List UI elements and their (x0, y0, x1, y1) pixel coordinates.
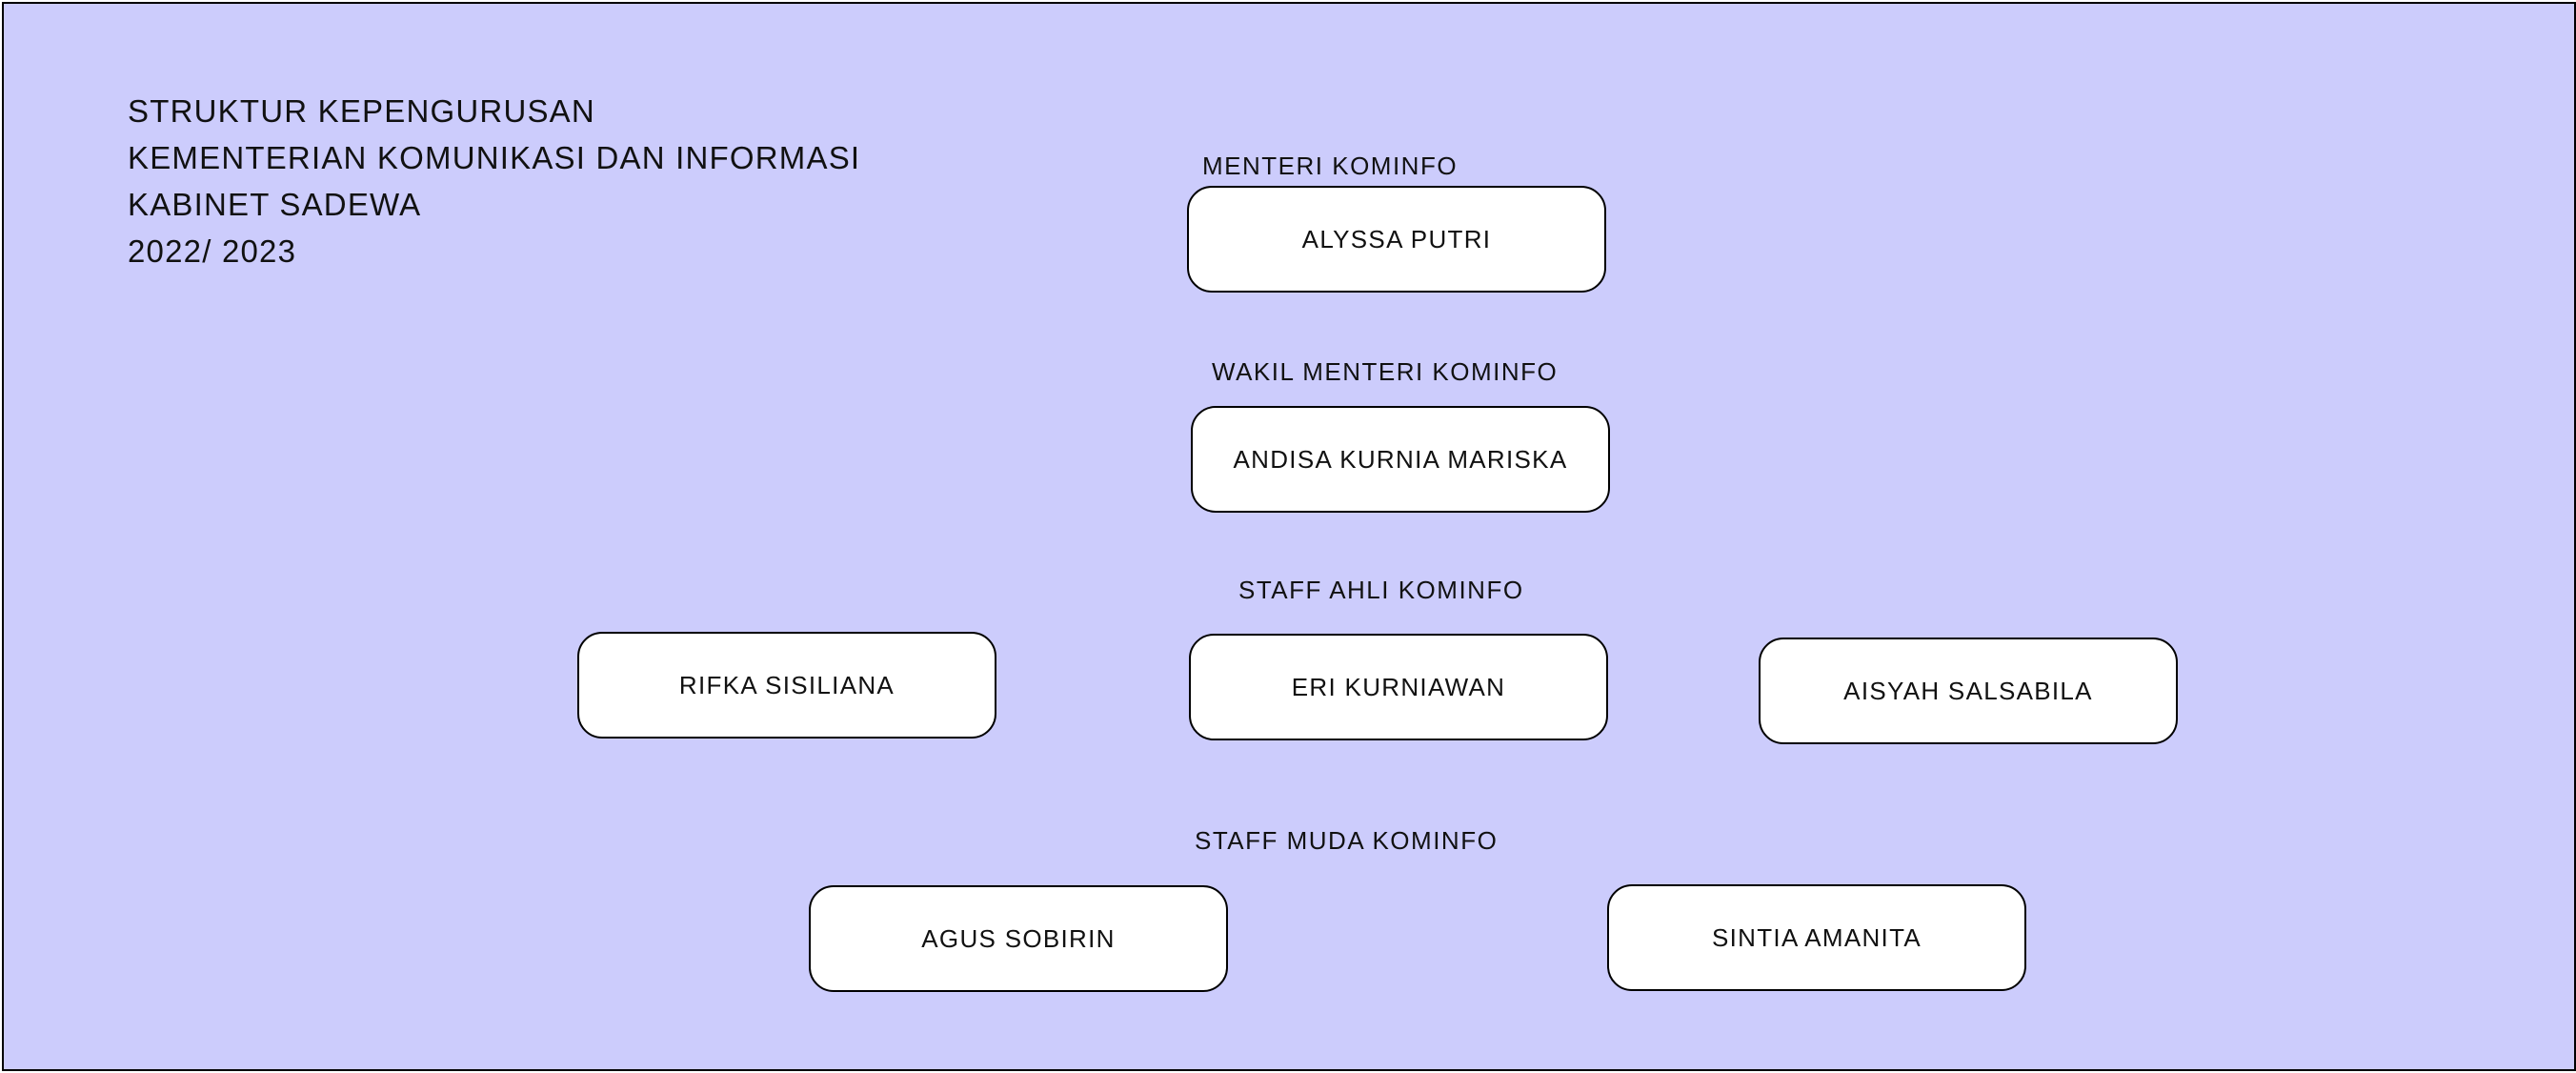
title-line-2: KEMENTERIAN KOMUNIKASI DAN INFORMASI (128, 140, 861, 175)
wakil-menteri-label: WAKIL MENTERI KOMINFO (1212, 357, 1559, 386)
staff-ahli-box-3: AISYAH SALSABILA (1759, 638, 2178, 744)
title-line-4: 2022/ 2023 (128, 233, 297, 269)
staff-muda-box-2: SINTIA AMANITA (1607, 884, 2026, 991)
staff-muda-label: STAFF MUDA KOMINFO (1195, 826, 1499, 855)
staff-ahli-box-2: ERI KURNIAWAN (1189, 634, 1608, 740)
menteri-label: MENTERI KOMINFO (1202, 152, 1459, 180)
staff-muda-box-1: AGUS SOBIRIN (809, 885, 1228, 992)
title-line-1: STRUKTUR KEPENGURUSAN (128, 93, 595, 129)
title-line-3: KABINET SADEWA (128, 187, 422, 222)
staff-ahli-box-1: RIFKA SISILIANA (577, 632, 996, 739)
menteri-box: ALYSSA PUTRI (1187, 186, 1606, 293)
chart-title: STRUKTUR KEPENGURUSAN KEMENTERIAN KOMUNI… (128, 88, 860, 274)
wakil-menteri-box: ANDISA KURNIA MARISKA (1191, 406, 1610, 513)
staff-ahli-label: STAFF AHLI KOMINFO (1238, 576, 1524, 604)
